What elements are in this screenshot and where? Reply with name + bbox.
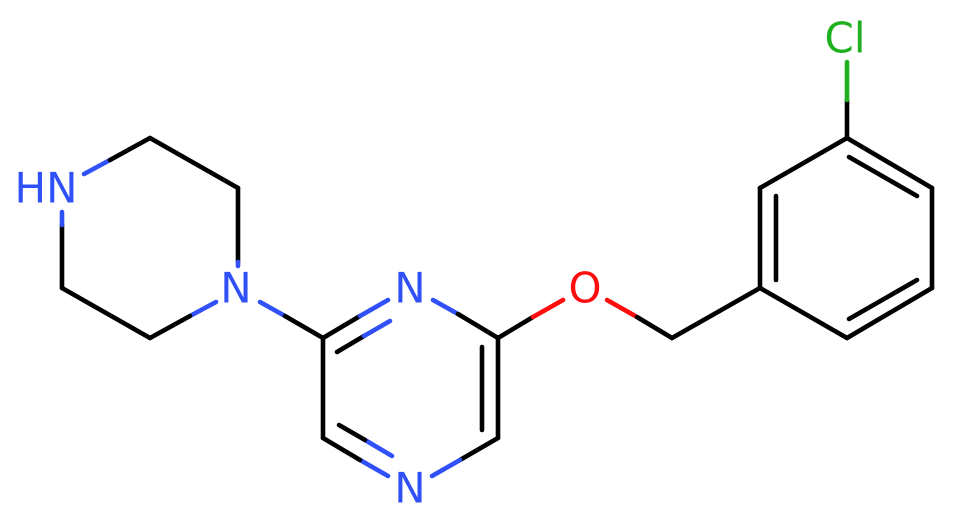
bond <box>757 285 850 341</box>
bond <box>357 457 391 479</box>
bond <box>455 311 501 341</box>
atom-label-nh: HN <box>15 164 78 213</box>
bond <box>362 437 395 459</box>
bond <box>844 135 935 191</box>
benzene-ring <box>757 135 935 341</box>
bond <box>320 313 363 341</box>
ether-linkage <box>495 285 763 341</box>
bond <box>187 299 219 319</box>
bond <box>282 313 326 341</box>
bond <box>357 297 391 319</box>
atom-label-n: N <box>394 464 425 513</box>
linker-bond <box>257 299 326 341</box>
bond <box>429 457 463 479</box>
atom-label-cl: Cl <box>825 14 866 63</box>
bond <box>257 299 288 319</box>
bond <box>669 285 763 341</box>
bond <box>81 157 113 177</box>
bond <box>59 285 153 341</box>
piperazine-ring <box>59 135 241 341</box>
pyrazine-ring <box>320 297 501 479</box>
bond <box>757 135 850 191</box>
bond <box>495 314 536 341</box>
bond <box>634 314 675 341</box>
bond <box>334 333 367 355</box>
atom-label-o: O <box>568 264 601 313</box>
bond <box>336 422 368 443</box>
bond <box>320 435 363 463</box>
bond <box>530 297 566 320</box>
bond <box>430 297 461 317</box>
bond <box>457 435 501 463</box>
bond <box>361 318 393 339</box>
bond <box>844 285 935 341</box>
bond <box>107 135 153 163</box>
bond <box>846 154 920 199</box>
bond <box>147 313 193 341</box>
atom-label-n: N <box>220 264 251 313</box>
bond <box>604 297 640 320</box>
atom-label-n: N <box>394 264 425 313</box>
bond <box>147 135 241 191</box>
bond <box>846 277 920 322</box>
